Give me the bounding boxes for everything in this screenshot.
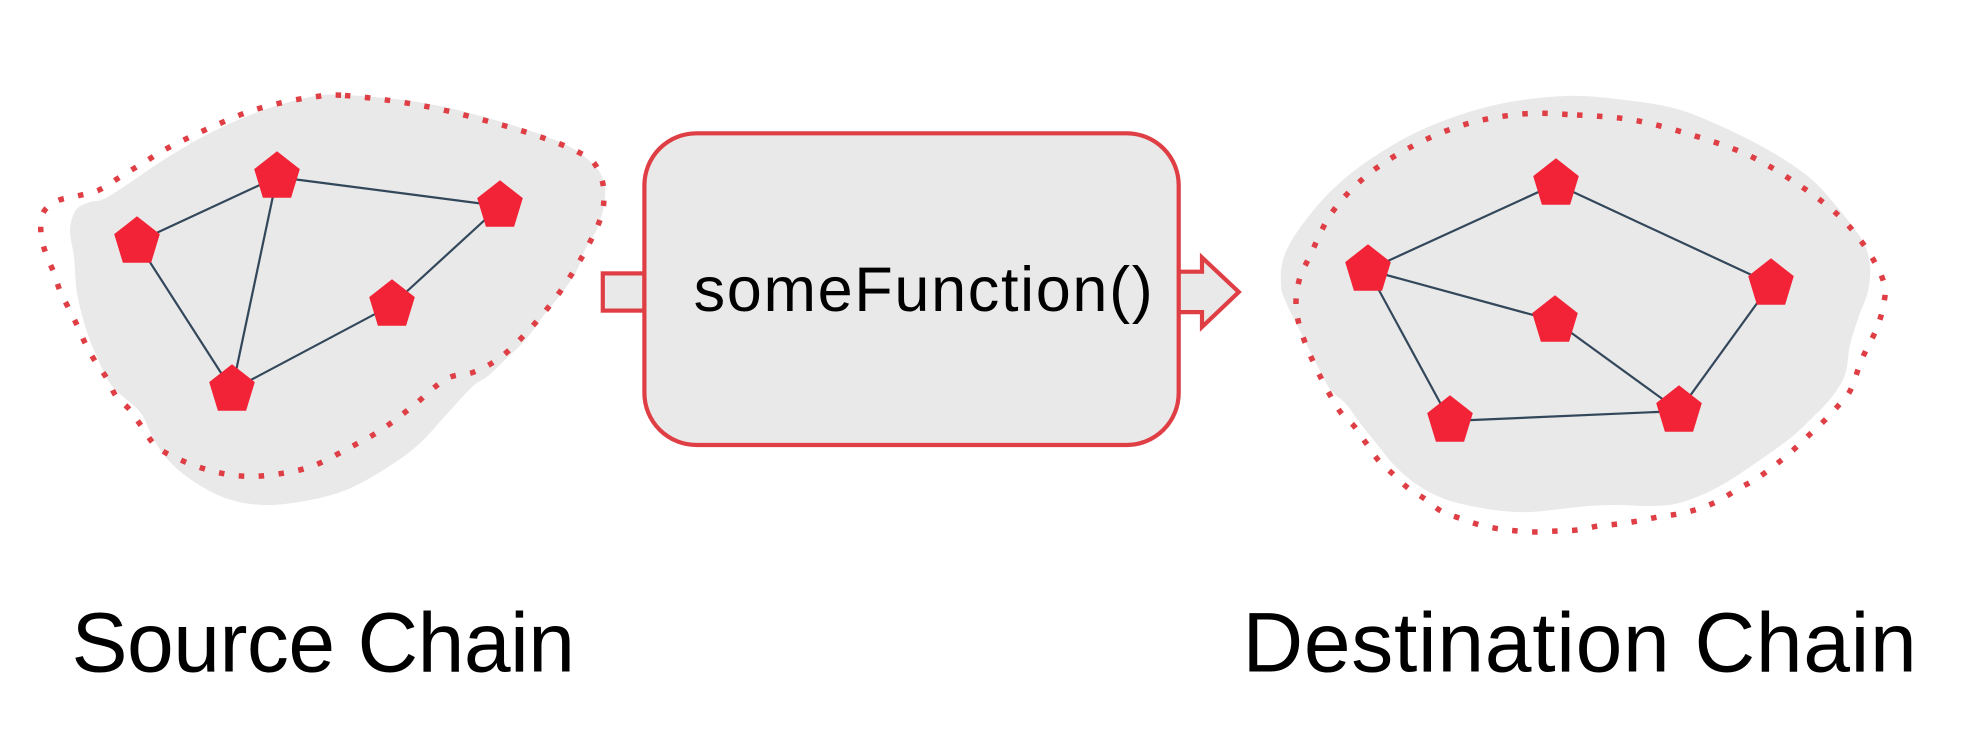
svg-text:Source Chain: Source Chain <box>72 596 575 690</box>
svg-text:someFunction(): someFunction() <box>694 255 1155 325</box>
svg-text:Destination Chain: Destination Chain <box>1243 596 1918 690</box>
